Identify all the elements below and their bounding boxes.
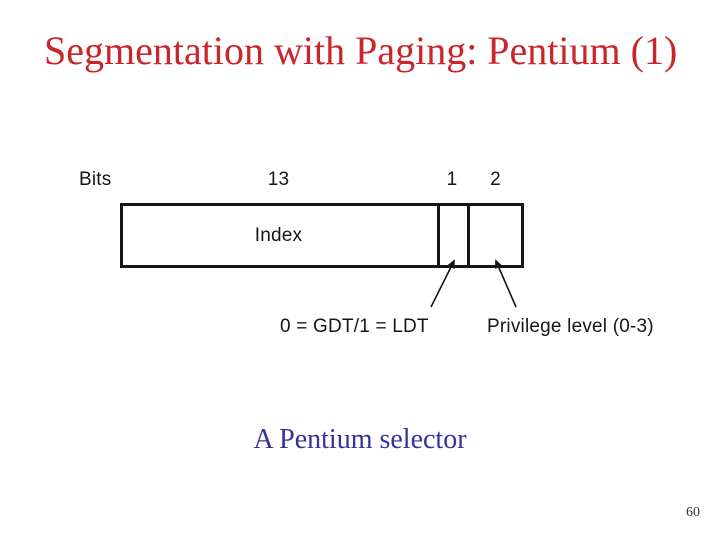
selector-register-box bbox=[120, 203, 524, 268]
bitcount-index-field: 13 bbox=[267, 169, 290, 190]
slide-title: Segmentation with Paging: Pentium (1) bbox=[44, 28, 678, 73]
slide-caption: A Pentium selector bbox=[253, 424, 467, 455]
index-field-label: Index bbox=[254, 225, 303, 246]
annotation-gdt-ldt: 0 = GDT/1 = LDT bbox=[280, 316, 429, 337]
annotation-privilege-level: Privilege level (0-3) bbox=[487, 316, 654, 337]
bits-row-label: Bits bbox=[79, 169, 112, 190]
bitcount-table-indicator-field: 1 bbox=[446, 169, 458, 190]
slide-page-number: 60 bbox=[686, 505, 700, 520]
field-divider-ti-privilege bbox=[467, 203, 470, 268]
field-divider-index-ti bbox=[437, 203, 440, 268]
bitcount-privilege-field: 2 bbox=[490, 169, 501, 190]
